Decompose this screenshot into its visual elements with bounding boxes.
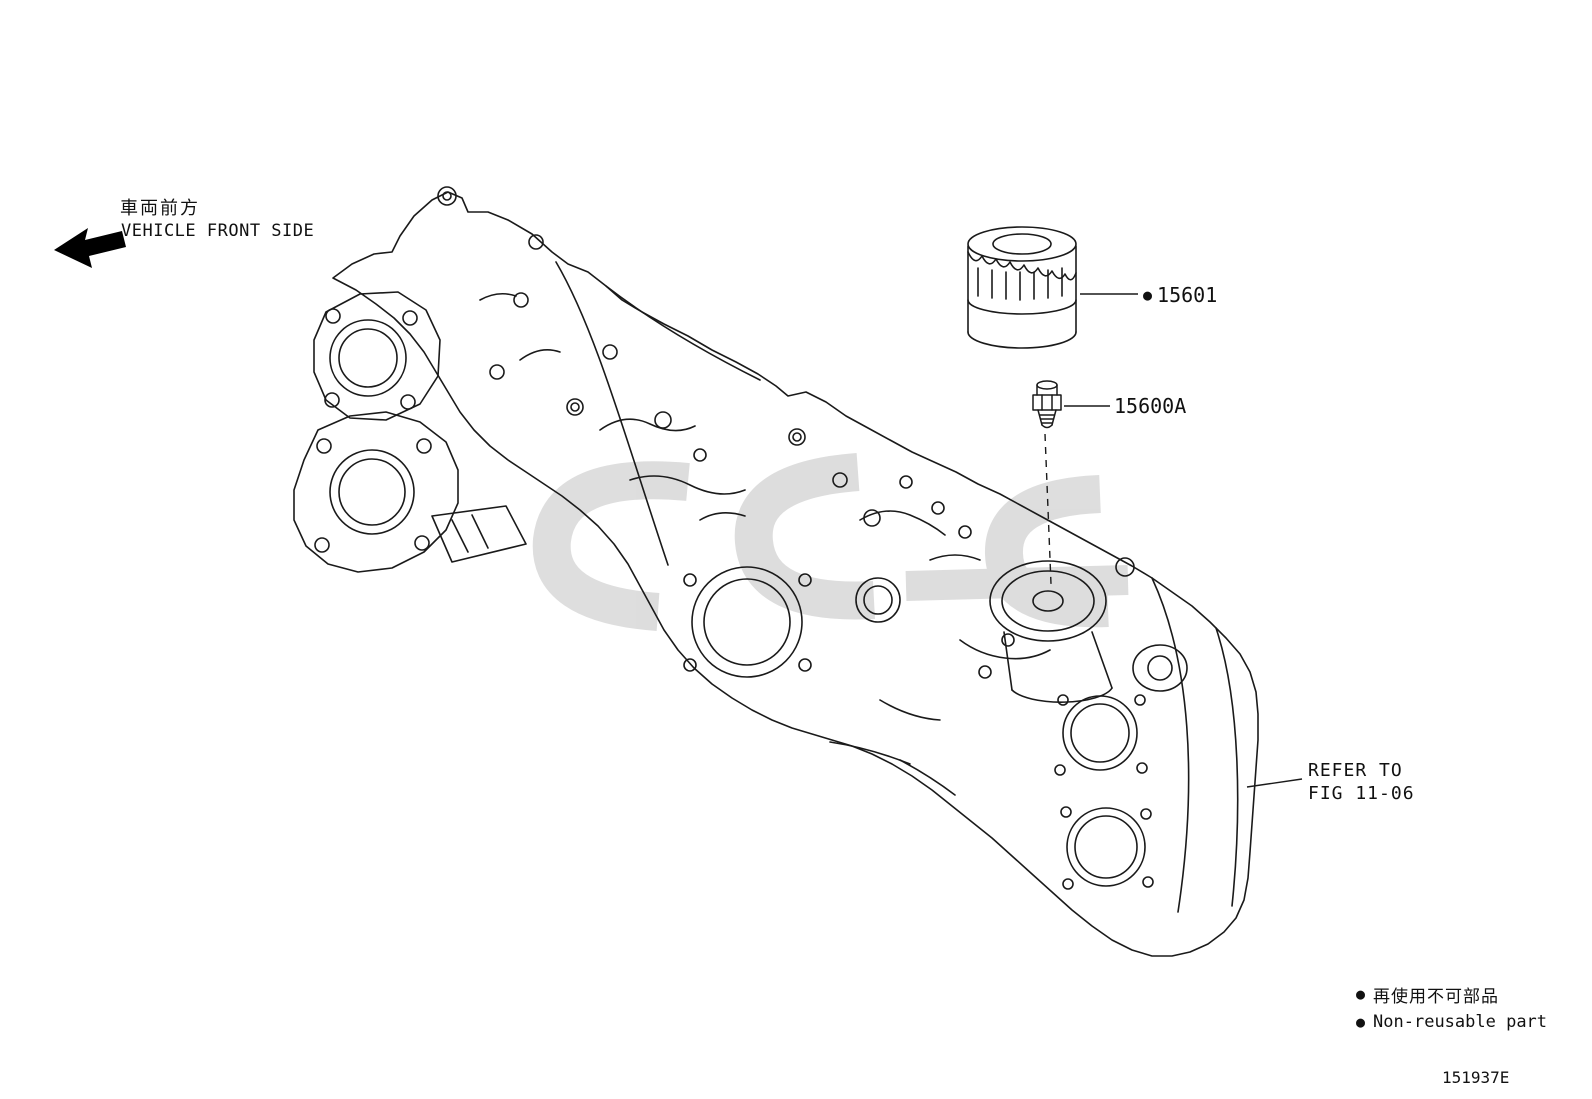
refer-note-line2: FIG 11-06	[1308, 783, 1415, 804]
non-reusable-bullet-icon: ●	[1143, 285, 1153, 304]
refer-note: REFER TO FIG 11-06	[1308, 759, 1415, 805]
legend-row-en: ● Non-reusable part	[1356, 1012, 1547, 1032]
legend-bullet-icon: ●	[1356, 985, 1366, 1003]
vehicle-front-label-jp: 車両前方	[120, 198, 200, 219]
front-direction-arrow-icon	[54, 228, 126, 268]
oil-filter-drawing	[967, 226, 1077, 349]
timing-cover-drawing	[293, 186, 1259, 957]
legend-label-jp: 再使用不可部品	[1373, 987, 1500, 1007]
leader-line-refer	[1246, 778, 1303, 788]
vehicle-front-label-en: VEHICLE FRONT SIDE	[121, 221, 315, 241]
watermark-logo	[532, 453, 1129, 631]
part-callout-filter-union: 15600A	[1114, 394, 1186, 418]
figure-code: 151937E	[1442, 1068, 1510, 1087]
legend-label-en: Non-reusable part	[1373, 1012, 1548, 1032]
refer-note-line1: REFER TO	[1308, 760, 1403, 781]
part-callout-oil-filter: ● 15601	[1143, 283, 1217, 307]
part-number-oil-filter: 15601	[1157, 283, 1218, 307]
oil-filter-union-drawing	[1032, 380, 1062, 429]
legend-row-jp: ● 再使用不可部品	[1356, 982, 1547, 1008]
part-number-filter-union: 15600A	[1114, 394, 1187, 418]
legend: ● 再使用不可部品 ● Non-reusable part	[1356, 982, 1547, 1033]
legend-bullet-icon: ●	[1356, 1012, 1366, 1031]
